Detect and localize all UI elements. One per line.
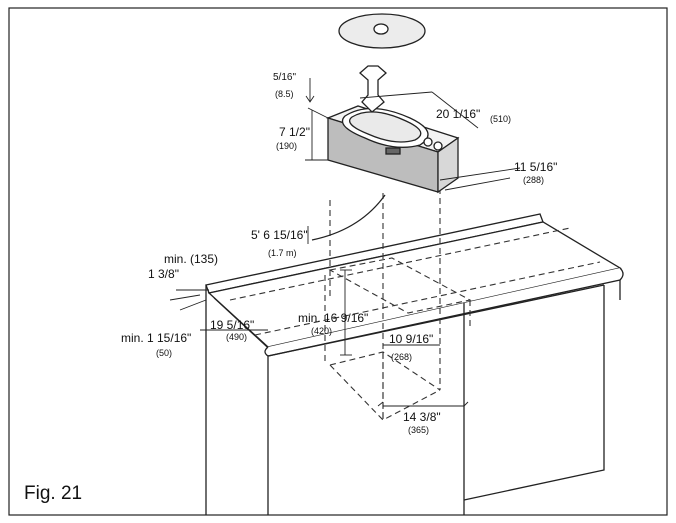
appliance <box>311 105 460 241</box>
unit-depth-inch: 11 5/16" <box>514 160 557 174</box>
unit-depth-mm: (288) <box>523 175 544 185</box>
figure-frame <box>8 7 668 516</box>
counter-depth-inch: 19 5/16" <box>210 318 254 332</box>
cord-length-mm: (1.7 m) <box>268 248 297 258</box>
cutout-width-mm: (268) <box>391 352 412 362</box>
side-clearance-inch: 1 3/8" <box>148 267 179 281</box>
cabinet <box>205 284 605 515</box>
side-clearance-label: min. (135) <box>164 252 218 266</box>
counter-depth-mm: (490) <box>226 332 247 342</box>
front-clearance-mm: (50) <box>156 348 172 358</box>
figure-caption: Fig. 21 <box>24 483 83 504</box>
cord-length-inch: 5' 6 15/16" <box>251 228 308 242</box>
dimension-labels: 5/16" (8.5) 7 1/2" (190) 20 1/16" (510) … <box>121 72 557 435</box>
unit-height-inch: 7 1/2" <box>279 125 310 139</box>
cutout <box>229 188 601 421</box>
insert-icon <box>359 65 387 113</box>
unit-width-mm: (510) <box>490 114 511 124</box>
cabinet-width-inch: 14 3/8" <box>403 410 441 424</box>
cutout-length-mm: (420) <box>311 326 332 336</box>
lid-gap-inch: 5/16" <box>273 72 296 83</box>
unit-height-mm: (190) <box>276 141 297 151</box>
cutout-length-inch: min. 16 9/16" <box>298 311 368 325</box>
countertop <box>205 213 624 357</box>
unit-width-inch: 20 1/16" <box>436 107 480 121</box>
cabinet-width-mm: (365) <box>408 425 429 435</box>
lid-gap-mm: (8.5) <box>275 89 294 99</box>
cutout-width-inch: 10 9/16" <box>389 332 433 346</box>
lid-icon <box>338 13 426 49</box>
dimension-lines <box>169 78 521 407</box>
front-clearance-inch: min. 1 15/16" <box>121 331 191 345</box>
